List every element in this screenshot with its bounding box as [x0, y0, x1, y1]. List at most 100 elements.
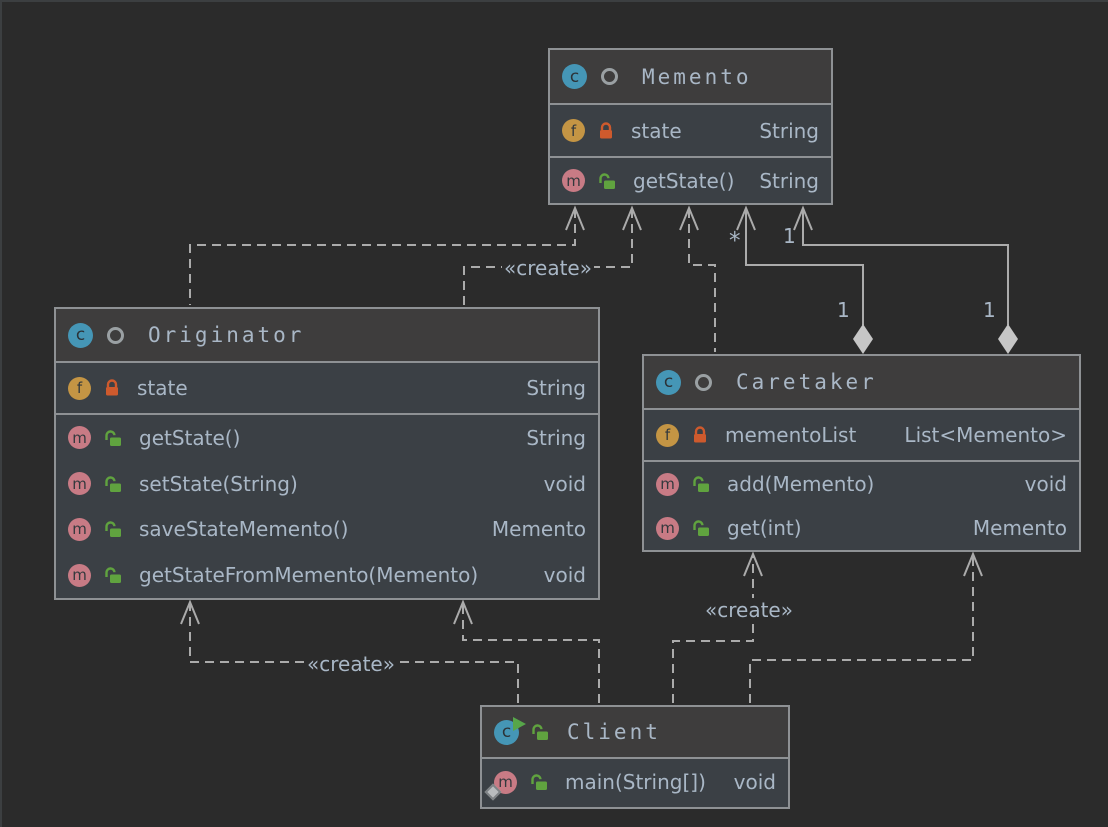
fields-compartment: f state String — [56, 361, 598, 413]
class-header-memento[interactable]: c Memento — [550, 50, 831, 103]
aggregation-diamond-icon — [998, 324, 1018, 354]
multiplicity-label: 1 — [983, 298, 996, 322]
method-row[interactable]: m add(Memento) void — [644, 462, 1079, 506]
package-visibility-icon — [695, 373, 712, 391]
method-icon: m — [562, 169, 585, 192]
field-row[interactable]: f state String — [56, 363, 598, 413]
method-icon-letter: m — [72, 428, 87, 447]
class-name: Client — [567, 720, 661, 744]
field-type: String — [526, 376, 586, 400]
multiplicity-label: 1 — [783, 224, 796, 248]
method-row[interactable]: m setState(String) void — [56, 461, 598, 507]
edge-originator-memento-dependency[interactable] — [189, 209, 576, 305]
private-lock-icon — [106, 379, 118, 396]
class-icon-letter: c — [663, 372, 674, 392]
method-icon: m — [68, 472, 91, 496]
arrowhead-icon — [622, 205, 642, 231]
arrowhead-icon — [565, 205, 585, 231]
method-row[interactable]: m getStateFromMemento(Memento) void — [56, 552, 598, 598]
class-name: Memento — [642, 64, 752, 89]
private-lock-icon — [694, 426, 706, 443]
method-icon-letter: m — [72, 520, 87, 539]
method-name: main(String[]) — [565, 770, 706, 794]
method-name: get(int) — [727, 516, 802, 540]
edge-client-caretaker-dependency[interactable] — [749, 555, 974, 703]
private-lock-icon — [600, 121, 612, 138]
method-icon-letter: m — [660, 519, 675, 537]
method-icon-letter: m — [566, 171, 581, 190]
method-icon-letter: m — [660, 475, 675, 493]
class-icon: c — [562, 64, 587, 89]
field-icon: f — [656, 423, 679, 447]
methods-compartment: m add(Memento) void m get(int) Memento — [644, 460, 1079, 550]
runnable-class-icon: c — [494, 716, 526, 745]
method-type: String — [526, 425, 586, 450]
field-icon-letter: f — [664, 426, 671, 444]
edge-client-caretaker-create[interactable] — [672, 555, 754, 703]
edge-label-create: «create» — [502, 256, 594, 280]
field-type: String — [759, 118, 819, 143]
arrowhead-icon — [793, 205, 813, 231]
method-name: saveStateMemento() — [139, 517, 349, 542]
multiplicity-label: * — [729, 228, 741, 254]
class-icon-letter: c — [569, 66, 580, 87]
run-overlay-icon — [513, 716, 526, 731]
field-row[interactable]: f mementoList List<Memento> — [644, 410, 1079, 460]
edge-caretaker-memento-aggregation-one[interactable] — [802, 209, 1009, 325]
method-icon: m — [656, 472, 679, 496]
public-lock-icon — [105, 521, 121, 538]
arrowhead-icon — [453, 599, 473, 625]
class-icon: c — [656, 369, 681, 395]
public-lock-icon — [105, 475, 121, 492]
method-row[interactable]: m main(String[]) void — [482, 759, 788, 805]
class-header-caretaker[interactable]: c Caretaker — [644, 356, 1079, 408]
method-type: void — [543, 471, 586, 496]
method-row[interactable]: m getState() String — [56, 415, 598, 461]
static-method-icon: m — [484, 770, 517, 800]
class-node-client[interactable]: c Client m main(String[]) void — [480, 705, 790, 809]
method-name: getState() — [139, 425, 241, 450]
edge-caretaker-memento-aggregation-many[interactable] — [745, 209, 864, 325]
method-name: getStateFromMemento(Memento) — [139, 563, 479, 588]
edge-label-create: «create» — [305, 652, 397, 676]
methods-compartment: m getState() String m setState(String) v… — [56, 413, 598, 598]
method-icon-letter: m — [72, 566, 87, 585]
field-name: mementoList — [725, 423, 857, 447]
public-lock-icon — [693, 476, 709, 492]
fields-compartment: f state String — [550, 103, 831, 156]
edge-client-originator-create[interactable] — [189, 603, 519, 703]
method-type: Memento — [491, 517, 586, 542]
edge-caretaker-memento-dependency[interactable] — [688, 209, 716, 352]
class-icon-letter: c — [501, 722, 512, 742]
method-row[interactable]: m get(int) Memento — [644, 506, 1079, 550]
class-node-originator[interactable]: c Originator f state String m — [54, 307, 600, 600]
arrowhead-icon — [743, 551, 763, 577]
class-header-client[interactable]: c Client — [482, 707, 788, 757]
class-icon-letter: c — [75, 325, 86, 345]
field-icon-letter: f — [76, 379, 83, 397]
field-icon-letter: f — [570, 121, 577, 140]
field-type: List<Memento> — [904, 423, 1067, 447]
method-icon: m — [68, 517, 91, 541]
method-row[interactable]: m getState() String — [550, 158, 831, 203]
method-icon-letter: m — [72, 474, 87, 493]
method-name: getState() — [633, 168, 735, 193]
method-type: void — [543, 563, 586, 588]
package-visibility-icon — [107, 326, 124, 344]
edge-client-originator-dependency[interactable] — [462, 603, 600, 703]
field-icon: f — [562, 119, 585, 142]
class-header-originator[interactable]: c Originator — [56, 309, 598, 361]
method-row[interactable]: m saveStateMemento() Memento — [56, 507, 598, 553]
class-node-caretaker[interactable]: c Caretaker f mementoList List<Memento> … — [642, 354, 1081, 552]
public-lock-icon — [599, 172, 615, 189]
arrowhead-icon — [679, 205, 699, 231]
method-icon: m — [656, 516, 679, 540]
fields-compartment: f mementoList List<Memento> — [644, 408, 1079, 460]
field-row[interactable]: f state String — [550, 105, 831, 156]
class-name: Originator — [148, 323, 305, 347]
aggregation-diamond-icon — [853, 324, 873, 354]
method-name: setState(String) — [139, 471, 298, 496]
public-lock-icon — [105, 567, 121, 584]
class-node-memento[interactable]: c Memento f state String m — [548, 48, 833, 205]
